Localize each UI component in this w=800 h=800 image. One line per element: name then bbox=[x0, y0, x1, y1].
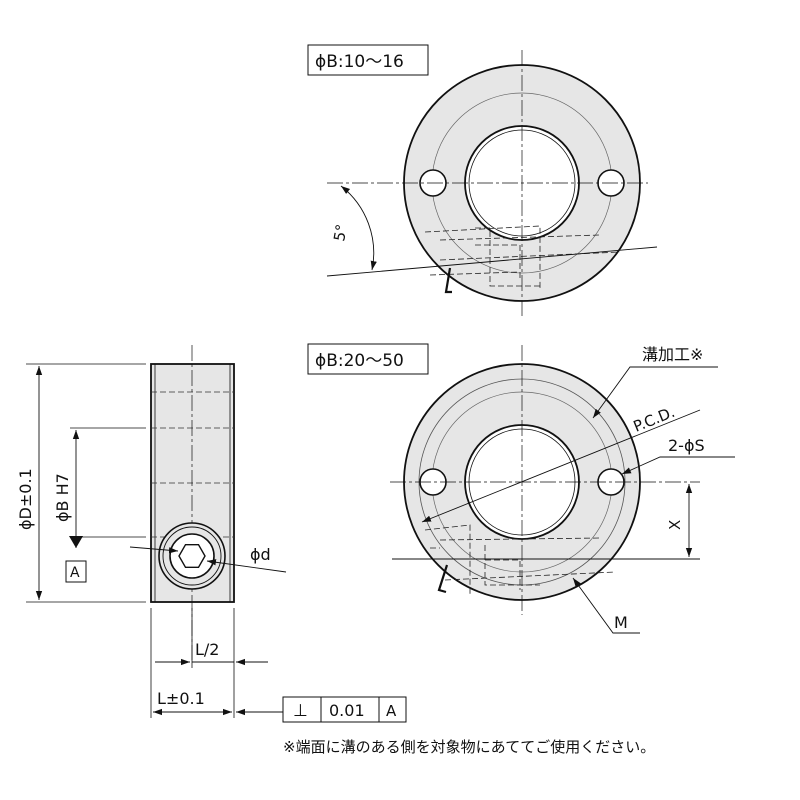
screw-head bbox=[169, 533, 215, 579]
top-view: 5° ϕB:10～16 bbox=[307, 44, 658, 318]
tol-symbol: ⊥ bbox=[293, 701, 308, 721]
top-hidden-lines bbox=[424, 225, 621, 290]
holes-leader bbox=[621, 456, 735, 475]
bore-dia-label: ϕB H7 bbox=[53, 473, 72, 522]
top-angle-arc bbox=[340, 185, 377, 271]
bottom-range-label: ϕB:20～50 bbox=[315, 351, 404, 371]
screw-dia-label: ϕd bbox=[250, 545, 271, 564]
tol-frame bbox=[282, 696, 407, 723]
pcd-leader bbox=[421, 409, 701, 523]
groove-leader bbox=[592, 366, 718, 419]
bottom-view: X P.C.D. 溝加工※ 2-ϕS M ϕB:20～50 bbox=[307, 343, 735, 634]
bottom-range-box bbox=[307, 343, 429, 375]
top-range-box bbox=[307, 44, 429, 76]
datum-box bbox=[65, 560, 87, 583]
half-length-label: L/2 bbox=[195, 640, 219, 659]
top-slit bbox=[444, 267, 452, 294]
outer-dia-label: ϕD±0.1 bbox=[16, 468, 35, 530]
bottom-slit bbox=[437, 564, 449, 594]
tol-datum: A bbox=[386, 702, 397, 720]
screw-head-mid bbox=[162, 526, 222, 586]
length-label: L±0.1 bbox=[157, 689, 205, 708]
screw-dia-leader-2 bbox=[206, 559, 287, 573]
x-dim-label: X bbox=[666, 520, 684, 530]
pcd-label: P.C.D. bbox=[631, 403, 678, 436]
datum-triangle bbox=[69, 536, 83, 548]
datum-label: A bbox=[70, 565, 80, 581]
holes-label: 2-ϕS bbox=[668, 436, 705, 455]
thread-label: M bbox=[614, 613, 628, 632]
hex-socket-icon bbox=[178, 544, 206, 568]
top-range-label: ϕB:10～16 bbox=[315, 52, 404, 72]
angle-label: 5° bbox=[330, 223, 351, 243]
tol-value: 0.01 bbox=[329, 701, 365, 720]
thread-leader bbox=[572, 577, 640, 634]
footnote: ※端面に溝のある側を対象物にあててご使用ください。 bbox=[283, 738, 655, 756]
screw-dia-leader-1 bbox=[129, 546, 179, 554]
top-angle-line bbox=[326, 246, 658, 277]
side-view: ϕd ϕD±0.1 ϕB H7 A L/2 L±0.1 bbox=[16, 345, 407, 723]
groove-label: 溝加工※ bbox=[642, 345, 703, 364]
